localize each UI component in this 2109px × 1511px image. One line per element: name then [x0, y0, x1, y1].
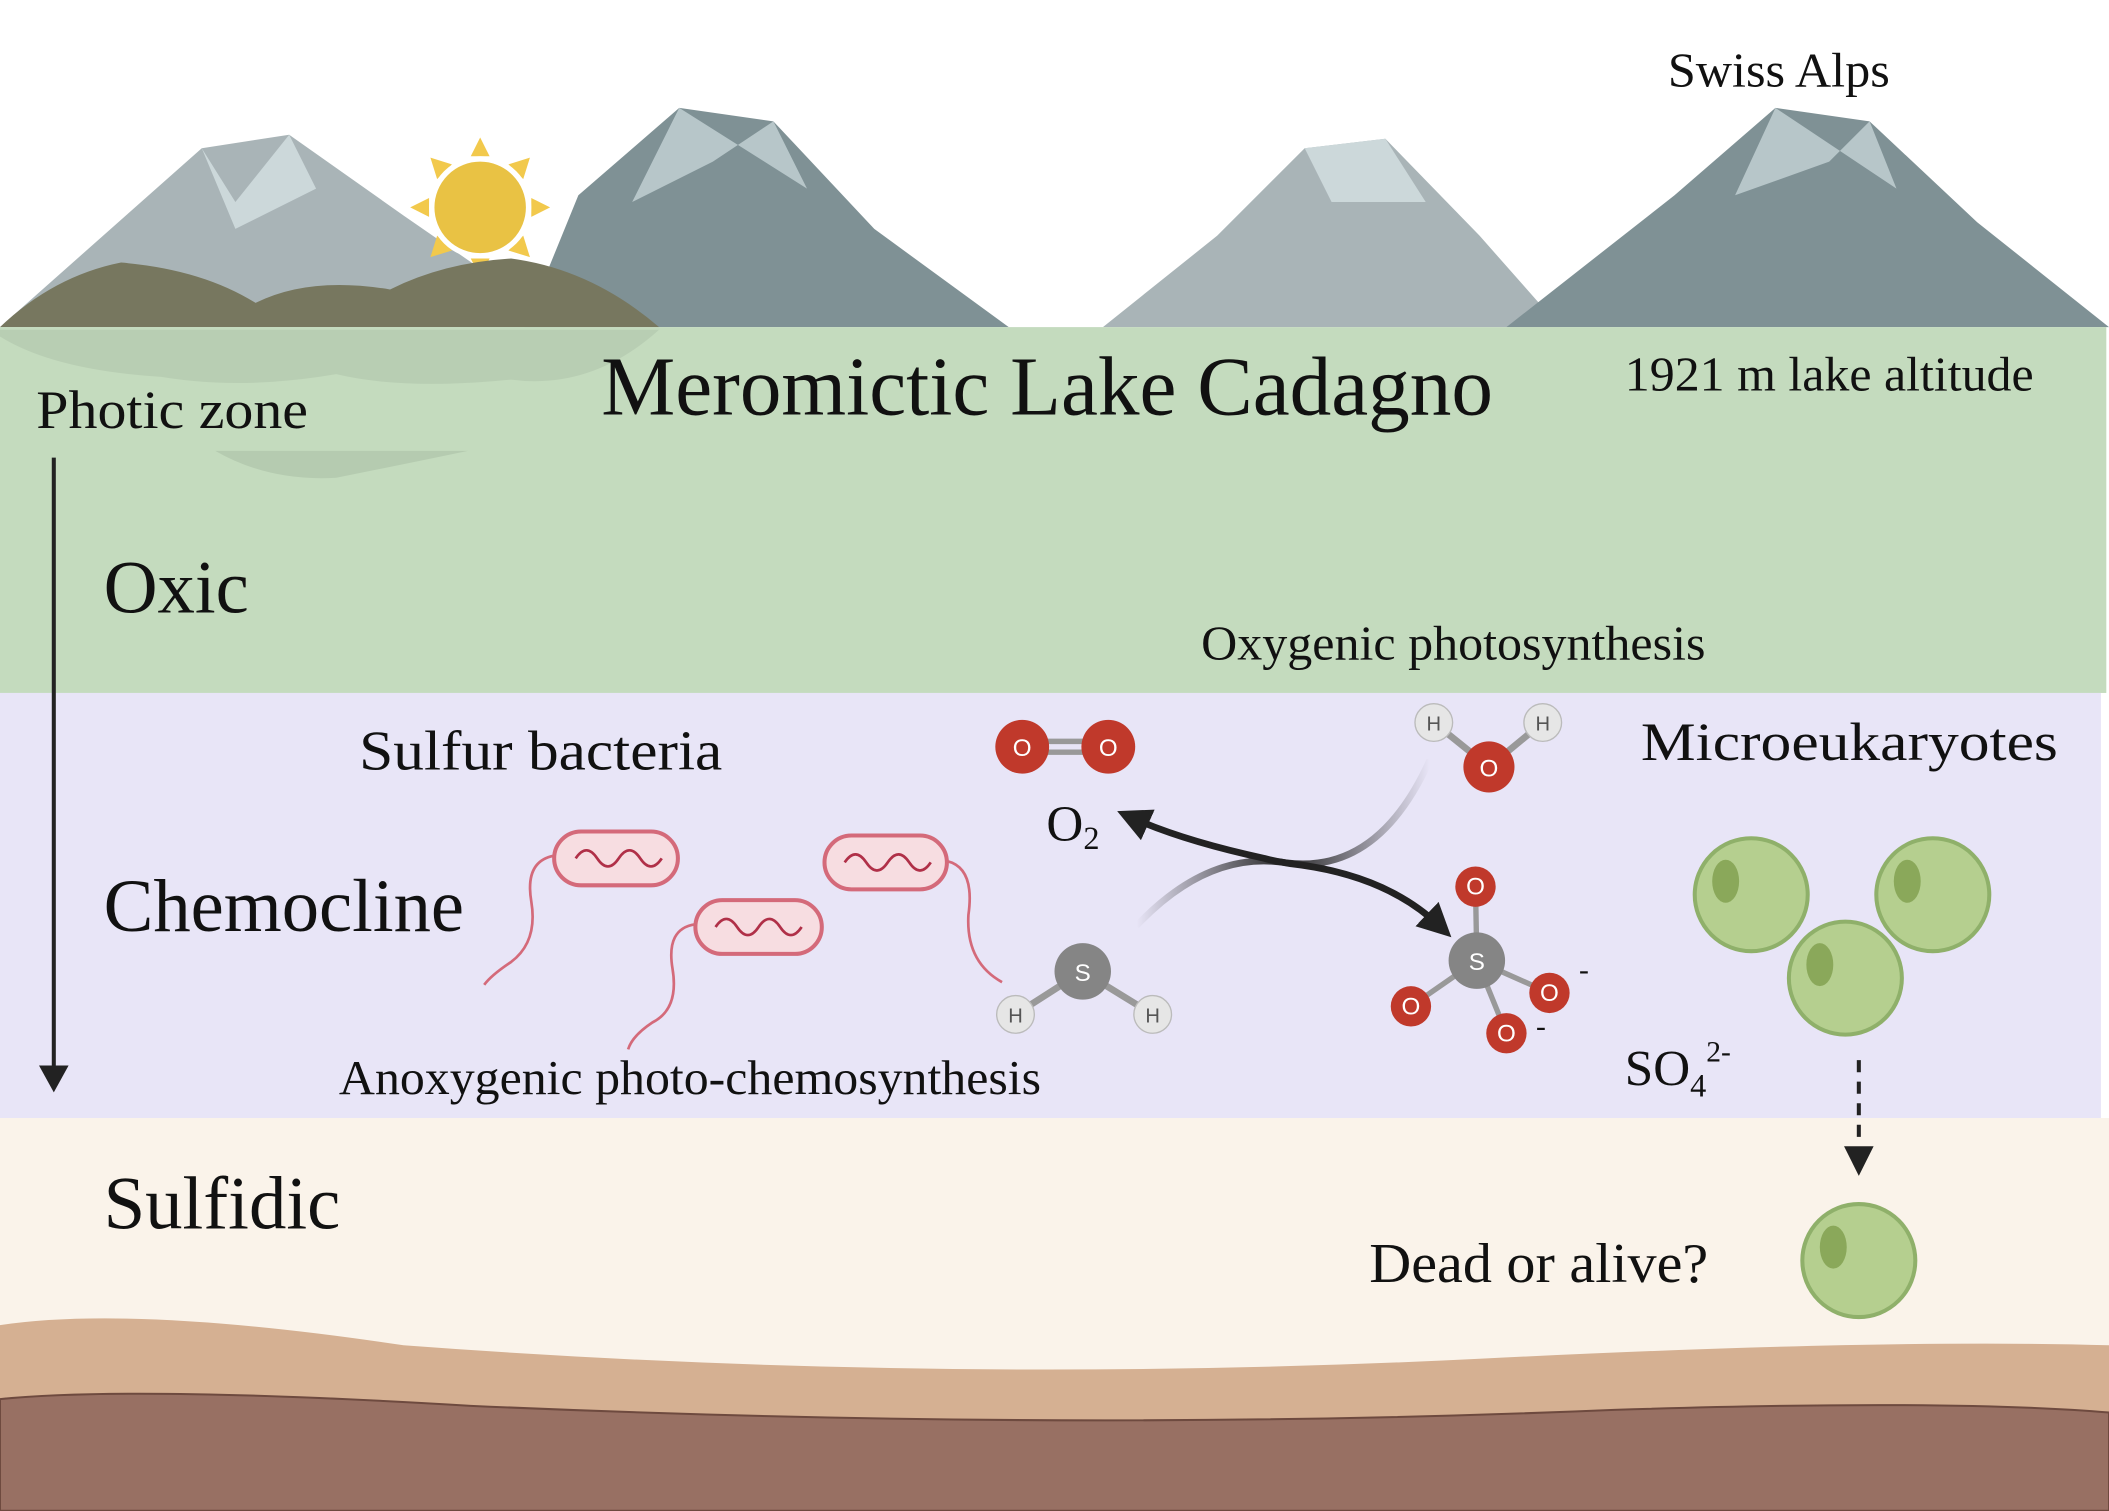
microeukaryotes-label: Microeukaryotes	[1641, 712, 2058, 772]
sulfur-bacteria-label: Sulfur bacteria	[359, 721, 722, 783]
so4-formula: SO42-	[1625, 1036, 1731, 1103]
cell-icon	[1692, 836, 1810, 954]
chemocline-label: Chemocline	[104, 865, 464, 948]
cell-icon	[1874, 836, 1992, 954]
bacterium-icon	[626, 898, 824, 1050]
depth-arrow-head	[39, 1065, 69, 1093]
sediment-bottom	[0, 1392, 2109, 1511]
swiss-alps-label: Swiss Alps	[1668, 44, 1890, 97]
cell-icon	[1800, 1202, 1918, 1320]
svg-text:H: H	[1427, 714, 1442, 736]
oxic-layer	[0, 327, 2107, 693]
sinking-arrow-head	[1844, 1146, 1874, 1176]
oxygenic-label: Oxygenic photosynthesis	[1201, 617, 1705, 670]
svg-text:O: O	[1497, 1020, 1516, 1047]
photic-zone-label: Photic zone	[36, 380, 308, 440]
svg-text:H: H	[1008, 1005, 1023, 1027]
svg-text:H: H	[1535, 714, 1550, 736]
o2-formula: O2	[1046, 796, 1099, 856]
svg-text:H: H	[1145, 1005, 1160, 1027]
anoxygenic-label: Anoxygenic photo-chemosynthesis	[339, 1052, 1041, 1105]
oxic-label: Oxic	[104, 546, 249, 629]
svg-text:O: O	[1099, 735, 1118, 762]
reflection-shadow	[215, 450, 469, 479]
hills	[0, 258, 660, 328]
reaction-arrow-to-sulfate	[1134, 857, 1452, 938]
sulfidic-label: Sulfidic	[104, 1162, 341, 1245]
svg-text:O: O	[1540, 980, 1559, 1007]
svg-text:O: O	[1466, 874, 1485, 901]
microeukaryote-cells	[1692, 836, 1992, 1320]
svg-text:-: -	[1536, 1011, 1546, 1043]
svg-text:O: O	[1480, 755, 1499, 782]
hill-reflection	[0, 329, 660, 384]
svg-text:O: O	[1013, 735, 1032, 762]
bacterium-icon	[822, 833, 1003, 984]
sulfur-bacteria-icons	[483, 829, 1003, 1050]
dead-or-alive-label: Dead or alive?	[1369, 1233, 1708, 1295]
altitude-label: 1921 m lake altitude	[1625, 348, 2034, 401]
svg-text:-: -	[1579, 954, 1589, 986]
h2s-molecule-icon: S H H	[995, 943, 1173, 1034]
sun-icon	[410, 137, 551, 278]
svg-text:S: S	[1469, 949, 1485, 976]
cell-icon	[1786, 919, 1904, 1037]
svg-text:S: S	[1075, 960, 1091, 987]
svg-text:O: O	[1402, 993, 1421, 1020]
bacterium-icon	[483, 829, 680, 986]
water-molecule-icon: H H O	[1414, 703, 1563, 793]
page-title: Meromictic Lake Cadagno	[601, 342, 1493, 434]
